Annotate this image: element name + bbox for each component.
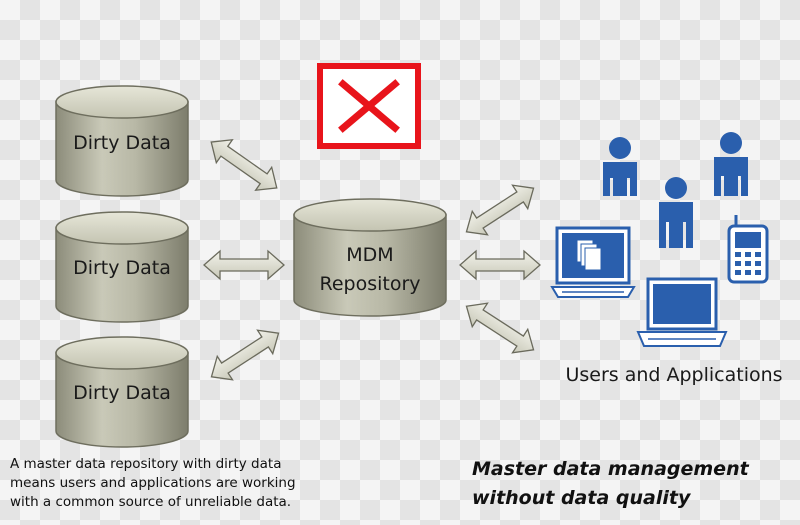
- dirty-data-label-3: Dirty Data: [73, 382, 171, 404]
- mobile-phone-icon: [727, 215, 769, 284]
- diagram-title: Master data management without data qual…: [472, 455, 792, 513]
- diagram-caption: A master data repository with dirty data…: [10, 455, 340, 512]
- mdm-label-line1: MDM: [346, 244, 393, 266]
- caption-line-2: means users and applications are working: [10, 475, 296, 491]
- double-arrow-icon: [465, 302, 535, 354]
- title-line-2: without data quality: [472, 487, 691, 509]
- double-arrow-icon: [210, 329, 280, 381]
- dirty-data-database-2: Dirty Data: [55, 211, 189, 323]
- user-icon: [714, 132, 748, 196]
- laptop-icon: [636, 277, 728, 347]
- dirty-data-database-1: Dirty Data: [55, 85, 189, 197]
- double-arrow-icon: [203, 249, 285, 281]
- double-arrow-icon: [210, 138, 278, 192]
- double-arrow-icon: [459, 249, 541, 281]
- dirty-data-label-1: Dirty Data: [73, 132, 171, 154]
- desktop-computer-icon: [550, 226, 636, 298]
- dirty-data-label-2: Dirty Data: [73, 257, 171, 279]
- double-arrow-icon: [465, 184, 535, 236]
- mdm-label-line2: Repository: [319, 273, 420, 295]
- title-line-1: Master data management: [472, 458, 749, 480]
- dirty-data-database-3: Dirty Data: [55, 336, 189, 448]
- users-and-applications-label: Users and Applications: [565, 364, 782, 386]
- caption-line-3: with a common source of unreliable data.: [10, 494, 292, 510]
- mdm-repository-database: MDM Repository: [293, 198, 447, 317]
- user-icon: [603, 137, 637, 196]
- user-icon: [659, 177, 693, 248]
- caption-line-1: A master data repository with dirty data: [10, 456, 282, 472]
- red-x-icon: [317, 63, 421, 149]
